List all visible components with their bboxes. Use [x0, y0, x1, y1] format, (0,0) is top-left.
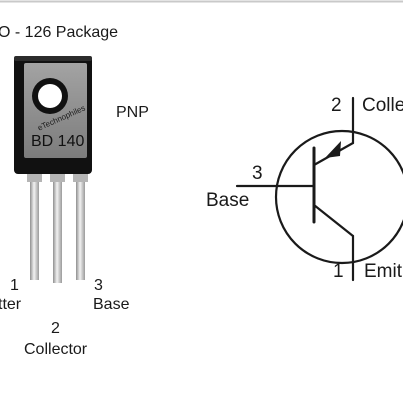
pin-left-name: tter — [0, 296, 22, 313]
pin-right-number: 3 — [94, 277, 103, 294]
lead-emitter — [30, 170, 39, 280]
pnp-symbol — [235, 96, 403, 282]
package-top-edge — [14, 56, 92, 61]
pin-left-number: 1 — [10, 277, 19, 294]
symbol-circle — [274, 129, 403, 265]
pin-right-name: Base — [93, 296, 130, 313]
mounting-hole — [38, 84, 62, 108]
lead-collector — [53, 170, 62, 283]
transistor-type-label: PNP — [116, 104, 149, 121]
lead-base — [76, 170, 85, 280]
base-number: 3 — [252, 163, 263, 184]
pnp-arrow-icon — [325, 141, 341, 158]
emitter-line — [312, 203, 355, 238]
collector-number: 2 — [331, 95, 342, 116]
to126-package: eTechnophiles BD 140 — [14, 56, 92, 283]
part-marking: BD 140 — [31, 133, 84, 150]
emitter-number: 1 — [333, 261, 344, 282]
pin-middle-name: Collector — [24, 341, 88, 358]
collector-label: Collec — [362, 95, 403, 116]
pin-middle-number: 2 — [51, 320, 60, 337]
base-label: Base — [206, 190, 249, 211]
emitter-label: Emit — [364, 261, 403, 282]
package-title: O - 126 Package — [0, 24, 118, 41]
